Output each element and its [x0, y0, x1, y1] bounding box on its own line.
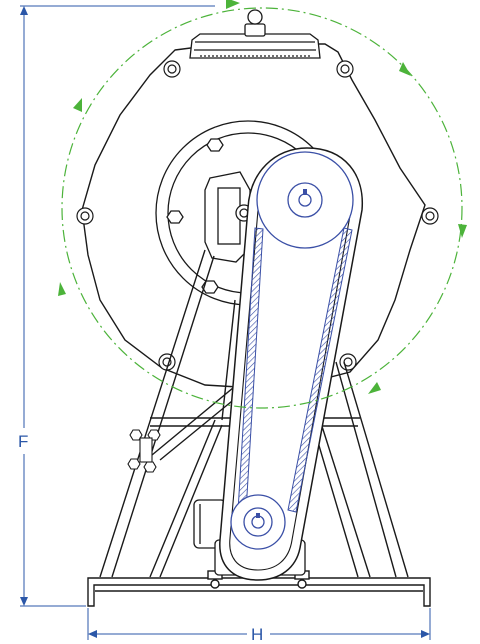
fan-pulley [256, 151, 354, 249]
stand-frame [99, 249, 409, 578]
dimension-width [87, 608, 431, 640]
hex-nut-bottom [201, 280, 219, 294]
discharge-flange [189, 9, 321, 59]
bolt-bottom-right [339, 353, 357, 371]
bolt-right [421, 207, 439, 225]
bolt-top-left [163, 60, 181, 78]
dimension-height [20, 5, 215, 607]
bolt-top-right [336, 60, 354, 78]
dimension-height-label: F [18, 432, 28, 451]
dimension-width-label: H [251, 625, 263, 644]
rotation-arrow-upper-left [73, 98, 82, 112]
rotation-arrow-lower-right [368, 382, 381, 394]
rotation-arrow-right [458, 224, 467, 238]
rotation-arrow-top [226, 0, 240, 9]
rotation-direction-indicator [58, 0, 467, 409]
rotation-arrow-upper-right [399, 62, 411, 76]
hex-nut-left [166, 210, 184, 224]
motor-pulley [230, 494, 286, 550]
bolt-left [76, 207, 94, 225]
hex-nut-top [206, 138, 224, 152]
lift-eye [247, 9, 263, 25]
brace-bolts [127, 429, 161, 473]
rotation-arrow-lower-left [58, 282, 66, 296]
